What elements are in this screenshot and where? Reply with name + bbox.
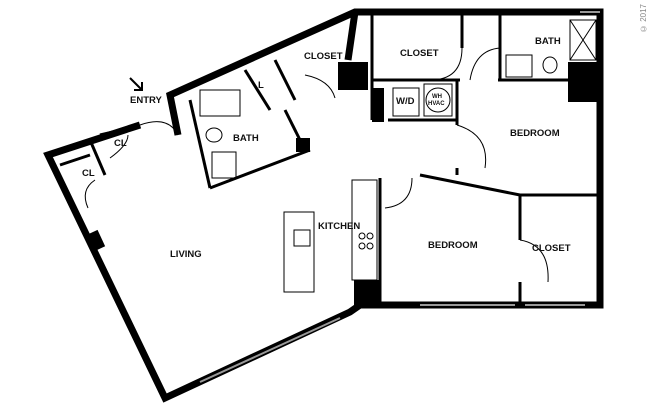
entry-arrow-icon <box>129 77 143 91</box>
washer-dryer <box>392 87 420 117</box>
shower <box>569 19 597 61</box>
label-cl-2: CL <box>82 168 95 179</box>
label-hvac: HVAC <box>428 101 445 107</box>
label-wh: WH <box>432 94 442 100</box>
toilet-left <box>205 127 223 143</box>
kitchen-counter <box>351 179 378 281</box>
bath-sink <box>505 54 533 78</box>
label-bath-top-right: BATH <box>535 36 561 47</box>
kitchen-sink <box>293 229 311 247</box>
label-living: LIVING <box>170 249 202 260</box>
label-bedroom-2: BEDROOM <box>428 240 478 251</box>
shower-left <box>199 89 241 117</box>
toilet <box>542 56 558 74</box>
doors <box>84 47 549 283</box>
outer-walls <box>43 8 604 403</box>
copyright: © 2017 <box>639 4 648 34</box>
windows <box>199 11 600 383</box>
water-heater <box>425 87 451 113</box>
label-bath-left: BATH <box>233 133 259 144</box>
label-cl-1: CL <box>114 138 127 149</box>
kitchen-island <box>283 211 315 293</box>
label-linen: L <box>258 80 264 91</box>
fixtures <box>199 19 597 293</box>
label-kitchen: KITCHEN <box>318 221 360 232</box>
label-closet-right: CLOSET <box>532 243 571 254</box>
label-bedroom-1: BEDROOM <box>510 128 560 139</box>
label-washer-dryer: W/D <box>396 96 415 107</box>
label-closet-top: CLOSET <box>400 48 439 59</box>
interior-walls <box>59 12 600 305</box>
bath-sink-left <box>211 151 237 179</box>
label-entry: ENTRY <box>130 95 163 106</box>
label-closet-top-left: CLOSET <box>304 51 343 62</box>
